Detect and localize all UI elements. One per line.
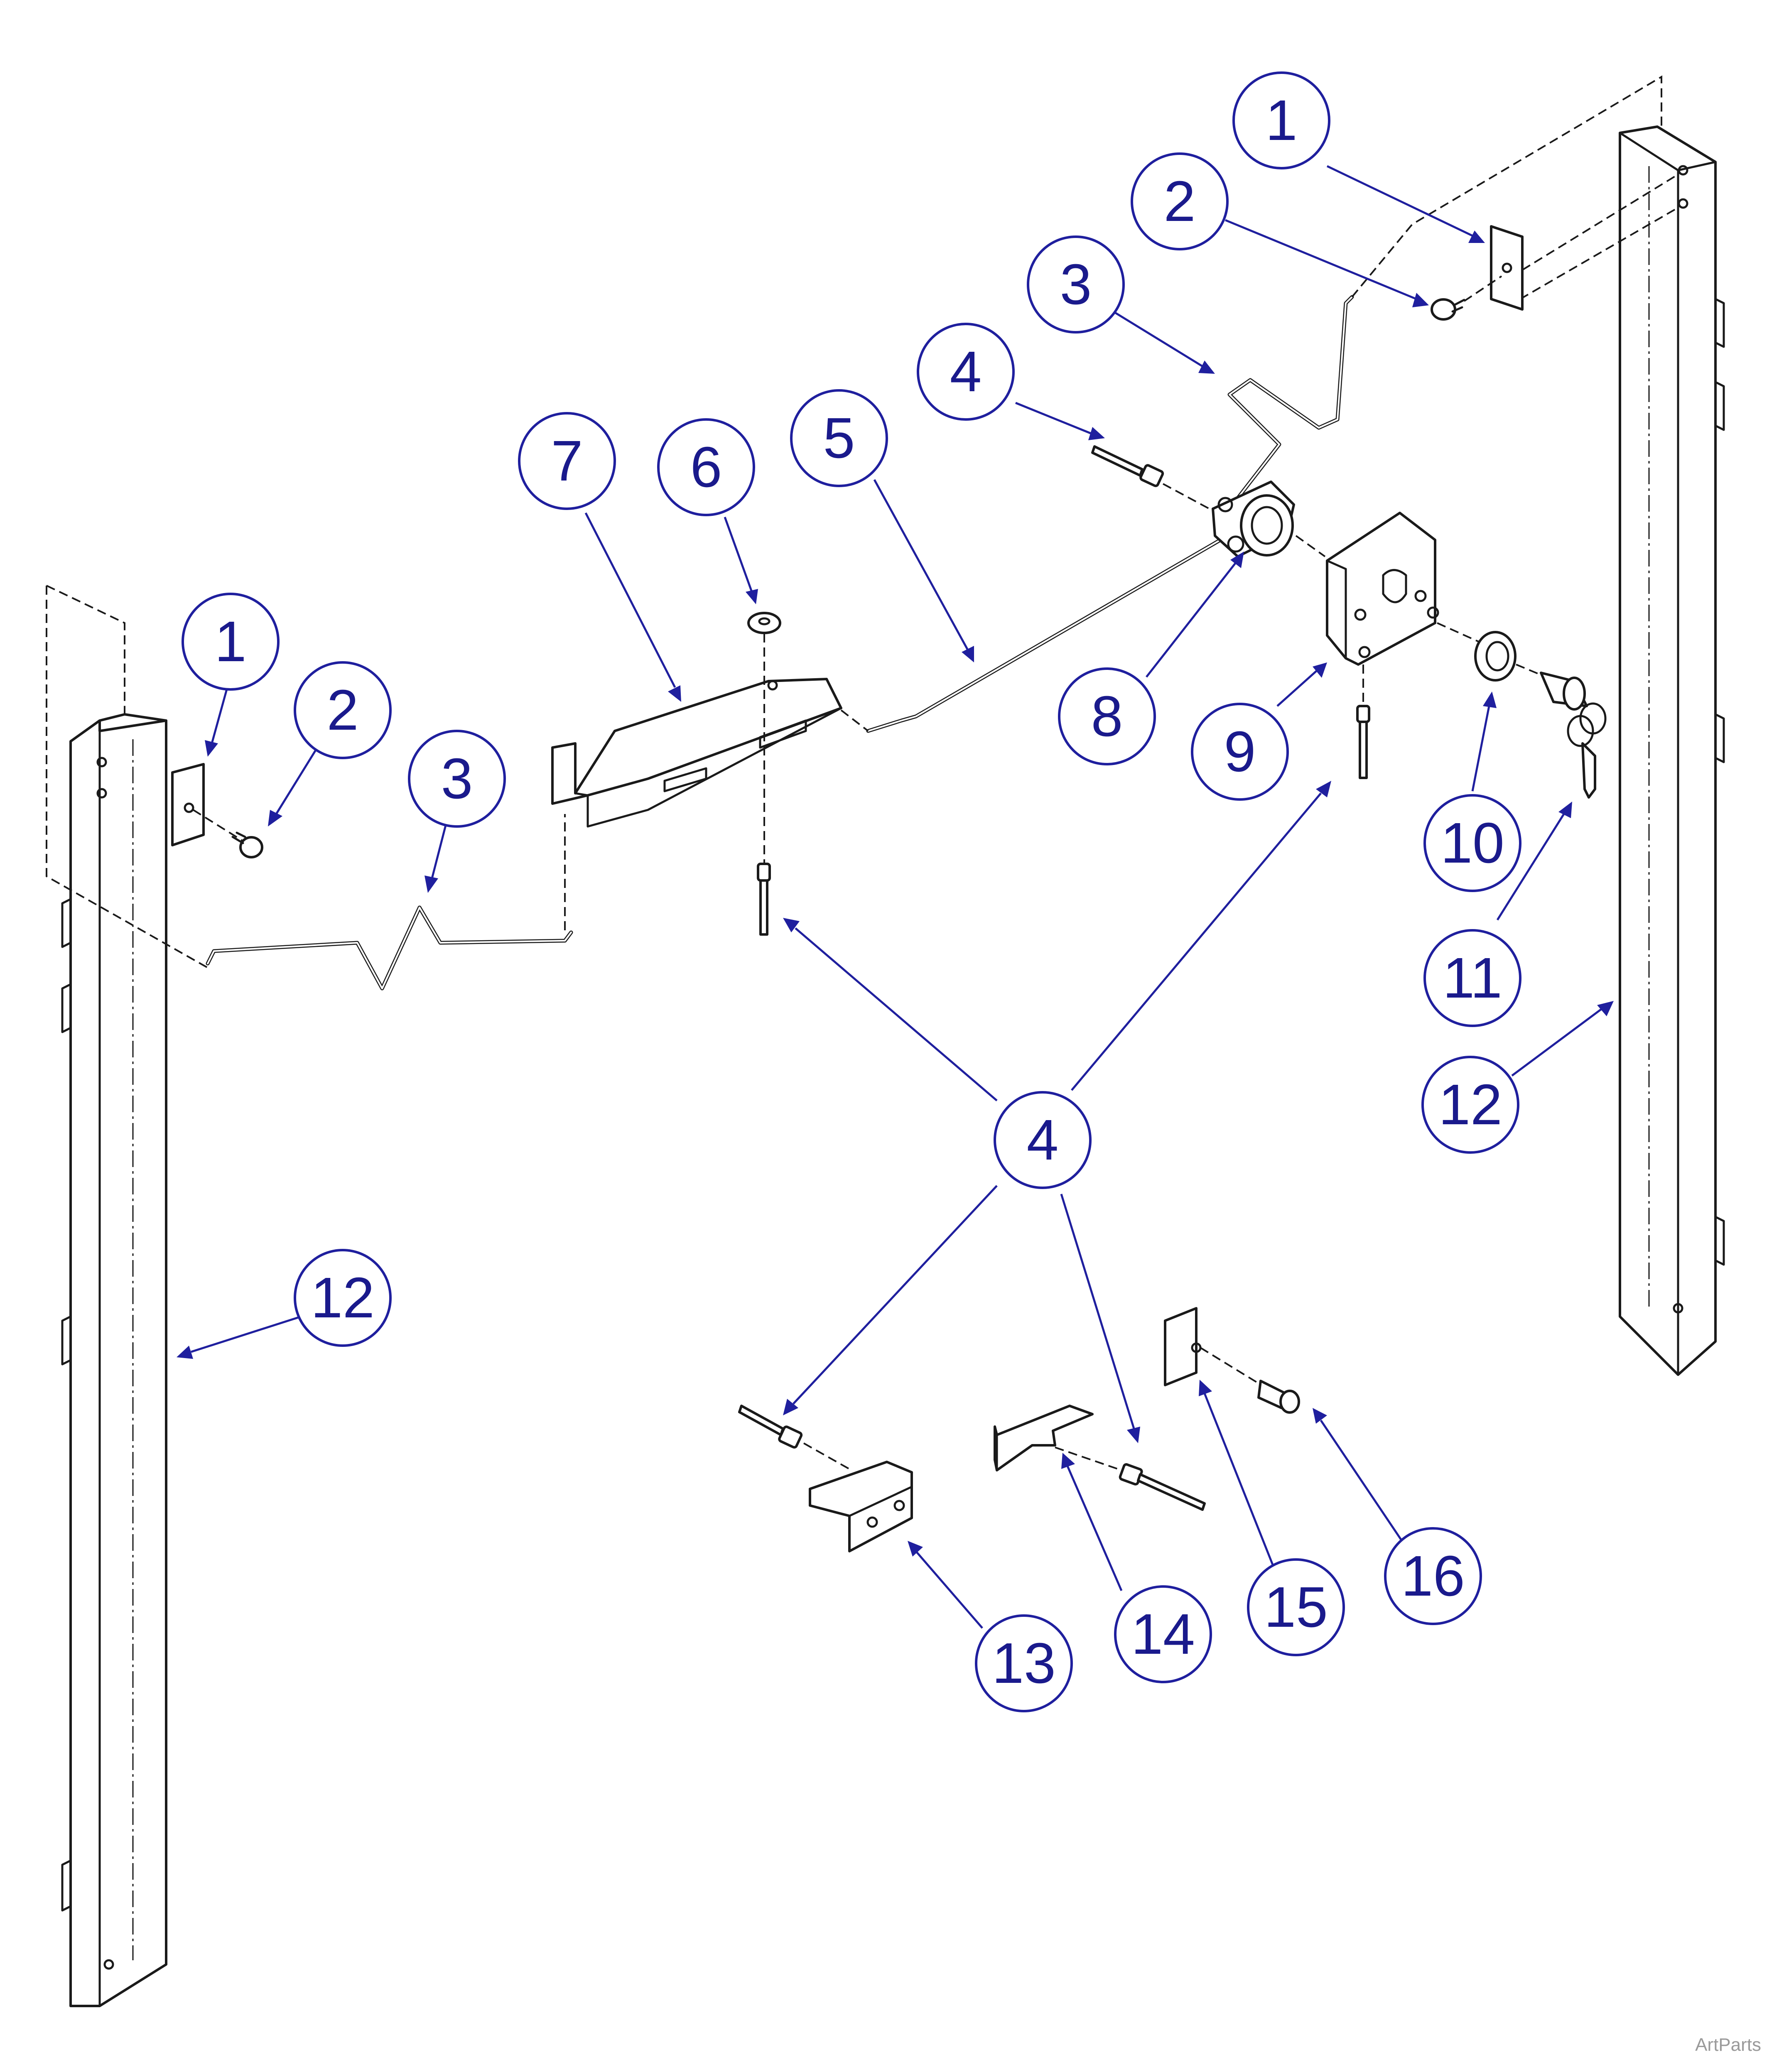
callout-label: 12	[1438, 1073, 1502, 1137]
callout-label: 4	[1027, 1108, 1059, 1172]
callout-label: 15	[1264, 1575, 1328, 1639]
callout-label: 10	[1440, 811, 1504, 875]
callout-11: 11	[1423, 929, 1521, 1027]
lower-bracket-13-part	[809, 1461, 913, 1552]
small-screw-part	[1257, 1380, 1300, 1414]
callout-central-4: 4	[994, 1091, 1092, 1189]
rod-part	[840, 525, 1244, 733]
right-spring-wire-part	[1227, 295, 1354, 511]
lower-rivet-left-part	[738, 1405, 852, 1471]
callout-label: 6	[690, 435, 722, 499]
callout-label: 1	[1266, 88, 1298, 152]
callout-right-1: 1	[1232, 71, 1330, 169]
right-plate-part	[1490, 174, 1679, 311]
callout-7: 7	[518, 412, 616, 510]
rivet-bracket-part	[1356, 665, 1370, 779]
callout-5: 5	[790, 389, 888, 487]
callout-16: 16	[1384, 1527, 1482, 1625]
callout-9: 9	[1191, 703, 1289, 801]
right-screw-part	[1431, 275, 1502, 321]
callout-8: 8	[1058, 667, 1156, 765]
callout-label: 2	[327, 678, 359, 742]
callout-label: 14	[1131, 1602, 1195, 1666]
callout-label: 2	[1164, 169, 1196, 233]
left-screw-part	[192, 809, 263, 858]
callout-label: 13	[992, 1631, 1056, 1695]
callout-label: 7	[551, 429, 583, 493]
callout-left-2: 2	[294, 661, 392, 759]
callout-left-1: 1	[182, 593, 280, 691]
lock-bracket-part	[1295, 512, 1439, 666]
watermark: ArtParts	[1695, 2035, 1761, 2055]
lower-rivet-right-part	[1119, 1463, 1206, 1511]
right-channel-part	[1619, 125, 1725, 1376]
callout-left-12: 12	[294, 1249, 392, 1347]
callout-left-3: 3	[408, 730, 506, 828]
bezel-part	[1437, 622, 1517, 682]
callout-top-4: 4	[917, 323, 1015, 421]
callout-label: 4	[950, 340, 982, 404]
right-top-dashed-guide	[1351, 75, 1662, 298]
lock-cam-part	[1212, 481, 1295, 558]
callout-right-12: 12	[1421, 1056, 1519, 1154]
callout-right-2: 2	[1131, 152, 1229, 250]
lower-bracket-14-part	[994, 1405, 1122, 1471]
callout-right-3: 3	[1027, 235, 1125, 333]
left-channel-dashed-guide	[46, 585, 208, 969]
lock-cylinder-part	[1516, 664, 1607, 799]
rivet-latch-part	[757, 863, 771, 936]
callout-13: 13	[975, 1614, 1073, 1712]
washer-part	[747, 612, 781, 634]
left-spring-wire-part	[206, 905, 573, 991]
callout-label: 1	[215, 610, 247, 674]
callout-label: 9	[1224, 720, 1256, 784]
callout-label: 11	[1443, 946, 1502, 1010]
callout-10: 10	[1423, 794, 1521, 892]
callout-label: 16	[1401, 1544, 1465, 1608]
callout-label: 3	[441, 747, 473, 811]
callout-6: 6	[657, 418, 755, 516]
callout-14: 14	[1114, 1585, 1212, 1683]
callout-label: 12	[311, 1266, 375, 1330]
latch-bar-part	[551, 678, 842, 828]
rivet-upper-part	[1091, 445, 1217, 514]
leader-lines	[177, 165, 1614, 1629]
left-channel-part	[61, 713, 167, 2007]
callout-label: 5	[823, 406, 855, 470]
callout-label: 3	[1060, 253, 1092, 316]
small-plate-part	[1164, 1307, 1266, 1388]
callout-15: 15	[1247, 1558, 1345, 1656]
right-channel-dashed-guide	[1519, 207, 1679, 300]
callout-label: 8	[1091, 684, 1123, 748]
left-plate-part	[171, 763, 205, 846]
